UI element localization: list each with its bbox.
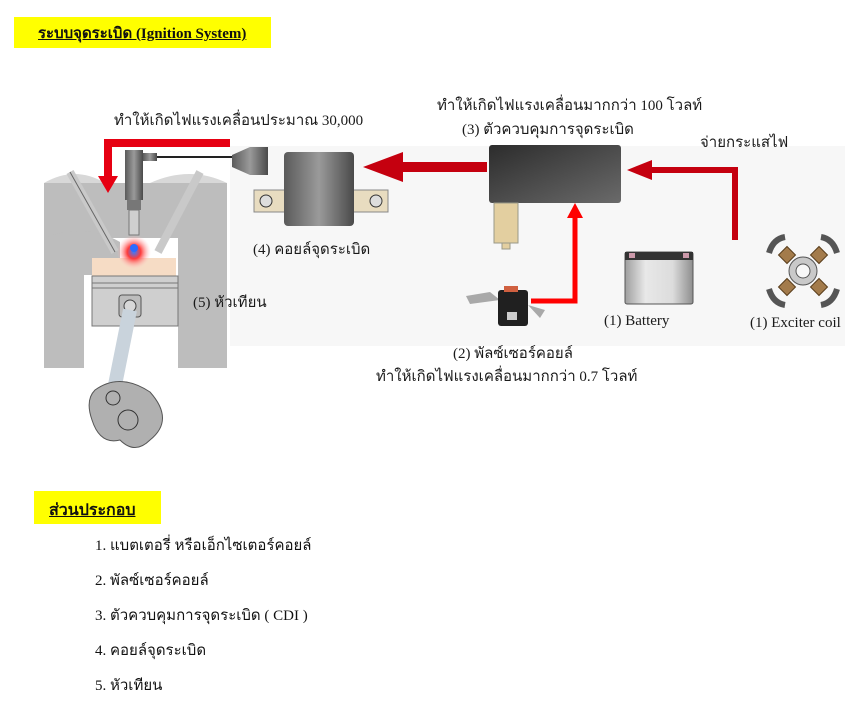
label-ignition-coil: (4) คอยล์จุดระเบิด — [253, 242, 371, 258]
arrow-source-to-cdi — [650, 167, 738, 240]
arrow-pulser-to-cdi — [531, 218, 578, 304]
label-exciter-coil: (1) Exciter coil — [750, 315, 841, 331]
signal-arrows — [98, 139, 738, 304]
list-item: 5. หัวเทียน — [95, 678, 163, 694]
arrow-cdi-to-coil-head — [363, 152, 403, 182]
engine-cylinder — [44, 170, 227, 448]
arrow-coil-to-plug-head — [98, 176, 118, 193]
list-item: 2. พัลซ์เซอร์คอยล์ — [95, 573, 209, 589]
pulser-coil-icon — [466, 286, 545, 326]
label-pulser-coil: (2) พัลซ์เซอร์คอยล์ — [453, 346, 573, 362]
label-power-supply: จ่ายกระแสไฟ — [700, 135, 789, 151]
label-cdi-voltage: ทำให้เกิดไฟแรงเคลื่อนมากกว่า 100 โวลท์ — [437, 98, 703, 114]
label-spark-voltage: ทำให้เกิดไฟแรงเคลื่อนประมาณ 30,000 — [114, 113, 364, 129]
spark-plug-icon — [117, 150, 235, 269]
list-item: 1. แบตเตอรี่ หรือเอ็กไซเตอร์คอยล์ — [95, 538, 312, 554]
label-pulser-voltage: ทำให้เกิดไฟแรงเคลื่อนมากกว่า 0.7 โวลท์ — [376, 369, 638, 385]
label-battery: (1) Battery — [604, 313, 670, 329]
parts-highlight — [34, 491, 161, 524]
label-spark-plug: (5) หัวเทียน — [193, 295, 267, 311]
exciter-coil-icon — [766, 234, 840, 308]
battery-icon — [624, 251, 694, 305]
arrow-source-to-cdi-head — [627, 160, 652, 180]
arrow-coil-to-plug — [104, 139, 230, 178]
list-item: 4. คอยล์จุดระเบิด — [95, 643, 207, 659]
label-cdi: (3) ตัวควบคุมการจุดระเบิด — [462, 122, 634, 138]
parts-list: 1. แบตเตอรี่ หรือเอ็กไซเตอร์คอยล์ 2. พัล… — [95, 535, 311, 710]
page-title: ระบบจุดระเบิด (Ignition System) — [38, 26, 247, 42]
arrow-pulser-to-cdi-head — [567, 203, 583, 218]
cdi-unit-icon — [489, 145, 621, 250]
title-highlight — [14, 17, 271, 48]
list-item: 3. ตัวควบคุมการจุดระเบิด ( CDI ) — [95, 608, 308, 624]
ignition-coil-icon — [232, 147, 389, 226]
parts-title: ส่วนประกอบ — [49, 502, 136, 519]
